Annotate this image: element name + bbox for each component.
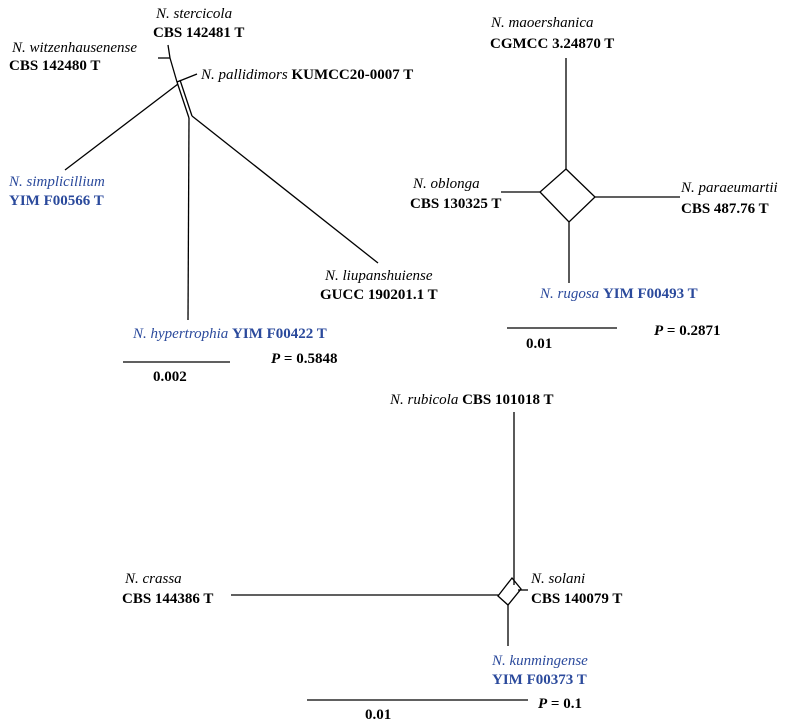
- scale-label-panel-2: 0.01: [526, 336, 552, 352]
- strain-crassa: CBS 144386 T: [122, 591, 213, 607]
- strain-paraeumartii: CBS 487.76 T: [681, 201, 769, 217]
- taxon-liupanshuiense: N. liupanshuiense GUCC 190201.1 T: [320, 268, 438, 303]
- taxon-pallidimors: N. pallidimors KUMCC20-0007 T: [200, 67, 413, 83]
- strain-hypertrophia: YIM F00422 T: [232, 326, 327, 342]
- taxon-witzenhausenense: N. witzenhausenense CBS 142480 T: [9, 40, 141, 74]
- strain-maoershanica: CGMCC 3.24870 T: [490, 36, 614, 52]
- species-crassa: N. crassa: [124, 571, 182, 587]
- parallel-edge-right: [179, 79, 193, 117]
- scale-label-panel-1: 0.002: [153, 369, 187, 385]
- species-witzenhausenense: N. witzenhausenense: [11, 40, 137, 56]
- branch-stem: [169, 57, 178, 83]
- species-rugosa: N. rugosa: [539, 286, 599, 302]
- species-paraeumartii: N. paraeumartii: [680, 180, 778, 196]
- taxon-solani: N. solani CBS 140079 T: [530, 571, 622, 607]
- parallel-edge-left: [176, 81, 190, 119]
- panel-2-network: [501, 58, 680, 283]
- scale-label-panel-3: 0.01: [365, 707, 391, 723]
- species-kunmingense: N. kunmingense: [491, 653, 588, 669]
- taxon-hypertrophia: N. hypertrophia YIM F00422 T: [132, 326, 327, 342]
- p-number-panel-3: = 0.1: [551, 696, 582, 712]
- strain-oblonga: CBS 130325 T: [410, 196, 501, 212]
- p-value-panel-2: P = 0.2871: [654, 323, 720, 339]
- taxon-stercicola: N. stercicola CBS 142481 T: [153, 6, 244, 41]
- panel-3-network: [231, 412, 528, 646]
- p-symbol-panel-3: P: [538, 696, 548, 712]
- p-value-panel-3: P = 0.1: [538, 696, 582, 712]
- species-liupanshuiense: N. liupanshuiense: [324, 268, 433, 284]
- strain-rubicola: CBS 101018 T: [462, 392, 553, 408]
- strain-liupanshuiense: GUCC 190201.1 T: [320, 287, 438, 303]
- strain-simplicillium: YIM F00566 T: [9, 193, 104, 209]
- strain-pallidimors: KUMCC20-0007 T: [291, 67, 413, 83]
- species-solani: N. solani: [530, 571, 585, 587]
- p-number-panel-1: = 0.5848: [284, 351, 338, 367]
- branch-stercicola: [167, 44, 171, 59]
- taxon-maoershanica: N. maoershanica CGMCC 3.24870 T: [490, 15, 614, 52]
- taxon-simplicillium: N. simplicillium YIM F00566 T: [8, 174, 109, 209]
- p-value-panel-1: P = 0.5848: [271, 351, 337, 367]
- strain-rugosa: YIM F00493 T: [603, 286, 698, 302]
- strain-kunmingense: YIM F00373 T: [492, 672, 587, 688]
- species-simplicillium: N. simplicillium: [8, 174, 105, 190]
- p-number-panel-2: = 0.2871: [667, 323, 721, 339]
- species-hypertrophia: N. hypertrophia: [132, 326, 228, 342]
- taxon-paraeumartii: N. paraeumartii CBS 487.76 T: [680, 180, 781, 217]
- taxon-rubicola: N. rubicola CBS 101018 T: [389, 392, 554, 408]
- panel-1-network: [64, 44, 379, 321]
- branch-hypertrophia: [187, 117, 190, 321]
- species-stercicola: N. stercicola: [155, 6, 232, 22]
- strain-solani: CBS 140079 T: [531, 591, 622, 607]
- reticulation-box-panel-3: [497, 576, 522, 606]
- strain-witzenhausenense: CBS 142480 T: [9, 58, 100, 74]
- species-oblonga: N. oblonga: [412, 176, 480, 192]
- species-maoershanica: N. maoershanica: [490, 15, 594, 31]
- p-symbol-panel-2: P: [654, 323, 664, 339]
- species-pallidimors: N. pallidimors: [200, 67, 288, 83]
- branch-simplicillium: [64, 83, 179, 171]
- taxon-crassa: N. crassa CBS 144386 T: [122, 571, 213, 607]
- species-rubicola: N. rubicola: [389, 392, 458, 408]
- p-symbol-panel-1: P: [271, 351, 281, 367]
- branch-liupanshuiense: [191, 115, 379, 264]
- taxon-kunmingense: N. kunmingense YIM F00373 T: [491, 653, 592, 688]
- taxon-oblonga: N. oblonga CBS 130325 T: [410, 176, 501, 212]
- reticulation-box-panel-2: [539, 168, 596, 223]
- taxon-rugosa: N. rugosa YIM F00493 T: [539, 286, 698, 302]
- strain-stercicola: CBS 142481 T: [153, 25, 244, 41]
